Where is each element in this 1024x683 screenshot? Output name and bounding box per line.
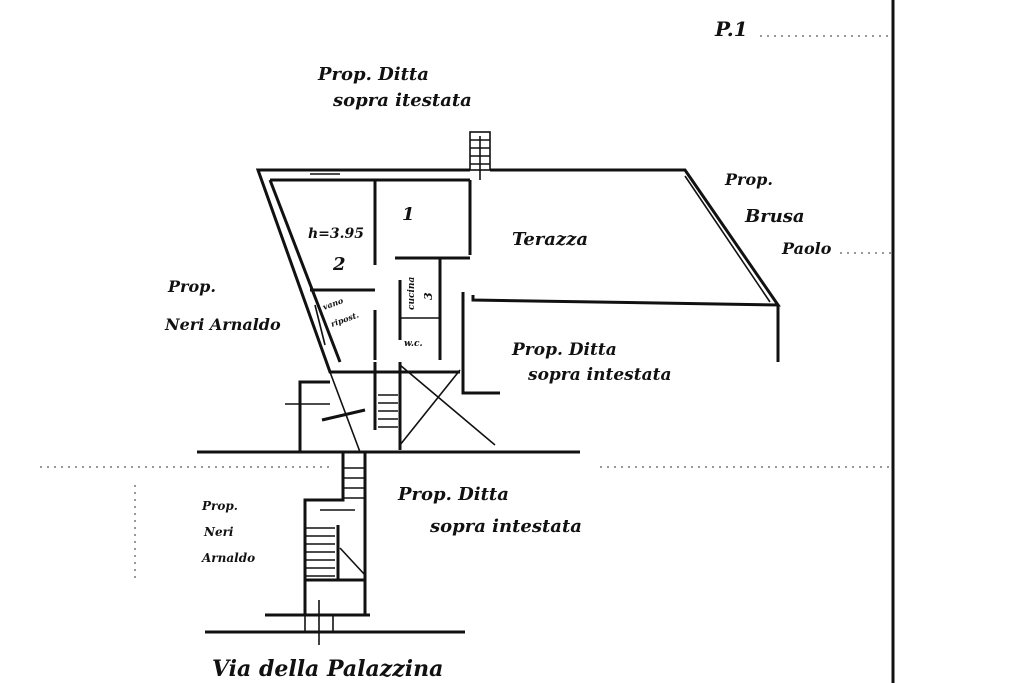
- north-owner-line2: sopra itestata: [332, 90, 472, 111]
- terrace-label: Terazza: [512, 229, 588, 250]
- terrace-parapet: [684, 175, 771, 303]
- kitchen-label: cucina: [407, 277, 417, 310]
- storage-label-line2: ripost.: [329, 309, 360, 328]
- east-owner-line1: Prop.: [724, 170, 773, 189]
- stair-south: [205, 452, 465, 645]
- se-owner-line2: sopra intestata: [527, 365, 671, 385]
- east-owner-line3: Paolo: [781, 239, 832, 258]
- north-owner-line1: Prop. Ditta: [317, 64, 429, 85]
- room-2-label: 2: [332, 254, 346, 275]
- lower-owner-line2: sopra intestata: [429, 516, 582, 537]
- stair-middle: [321, 364, 496, 453]
- room-1-label: 1: [402, 204, 415, 225]
- wc-label: w.c.: [404, 339, 423, 349]
- wall: [461, 292, 500, 395]
- lower-west-owner-line2: Neri: [203, 525, 234, 539]
- street-label: Via della Palazzina: [212, 656, 443, 682]
- lower-west-owner-line3: Arnaldo: [201, 551, 255, 565]
- lower-owner-line1: Prop. Ditta: [397, 484, 509, 505]
- sheet-label: P.1: [714, 17, 748, 41]
- se-owner-line1: Prop. Ditta: [511, 340, 617, 360]
- storage-label-line1: vano: [321, 295, 345, 312]
- wall: [298, 380, 330, 452]
- west-owner-line2: Neri Arnaldo: [164, 315, 281, 334]
- lower-west-owner-line1: Prop.: [201, 499, 238, 513]
- stair-north: [469, 131, 491, 180]
- east-owner-line2: Brusa: [744, 206, 805, 227]
- apartment-walls: [255, 168, 472, 450]
- kitchen-number: 3: [422, 292, 435, 300]
- height-label: h=3.95: [308, 226, 364, 242]
- west-owner-line1: Prop.: [167, 277, 216, 296]
